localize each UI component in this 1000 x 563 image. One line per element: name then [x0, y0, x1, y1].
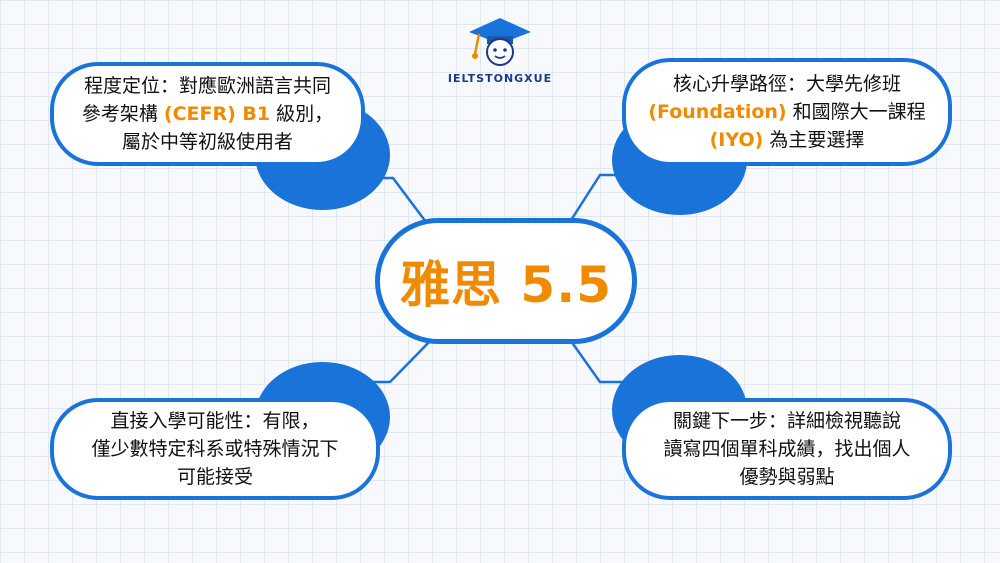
node-br-line3: 優勢與弱點	[739, 466, 835, 488]
node-pathway: 核心升學路徑：大學先修班 (Foundation) 和國際大一課程 (IYO) …	[622, 58, 952, 166]
node-bl-line2: 僅少數特定科系或特殊情況下	[91, 438, 339, 460]
node-tr-line3: 為主要選擇	[763, 129, 865, 151]
node-tr-highlight-foundation: (Foundation)	[648, 101, 787, 123]
node-br-line1: 關鍵下一步：詳細檢視聽說	[672, 410, 901, 432]
node-tr-line2: 和國際大一課程	[786, 101, 926, 123]
node-tl-highlight: (CEFR) B1	[163, 103, 271, 125]
brand-name: IELTSTONGXUE	[447, 72, 553, 85]
node-tl-line2-post: 級別，	[270, 103, 334, 125]
node-br-line2: 讀寫四個單科成績，找出個人	[663, 438, 911, 460]
central-topic: 雅思 5.5	[375, 218, 637, 344]
node-bl-line3: 可能接受	[176, 466, 253, 488]
node-tr-highlight-iyo: (IYO)	[709, 129, 764, 151]
graduation-cap-mascot-icon	[469, 18, 531, 66]
node-tl-line2-pre: 參考架構	[81, 103, 164, 125]
node-proficiency-level: 程度定位：對應歐洲語言共同 參考架構 (CEFR) B1 級別， 屬於中等初級使…	[50, 62, 365, 166]
node-bl-line1: 直接入學可能性：有限，	[110, 410, 320, 432]
node-next-step: 關鍵下一步：詳細檢視聽說 讀寫四個單科成績，找出個人 優勢與弱點	[622, 398, 952, 500]
central-title: 雅思 5.5	[400, 256, 612, 314]
node-direct-admission: 直接入學可能性：有限， 僅少數特定科系或特殊情況下 可能接受	[50, 398, 380, 500]
node-tl-line1: 程度定位：對應歐洲語言共同	[83, 75, 331, 97]
brand-logo: IELTSTONGXUE	[440, 14, 560, 85]
node-tl-line3: 屬於中等初級使用者	[121, 131, 293, 153]
node-tr-line1: 核心升學路徑：大學先修班	[672, 73, 901, 95]
